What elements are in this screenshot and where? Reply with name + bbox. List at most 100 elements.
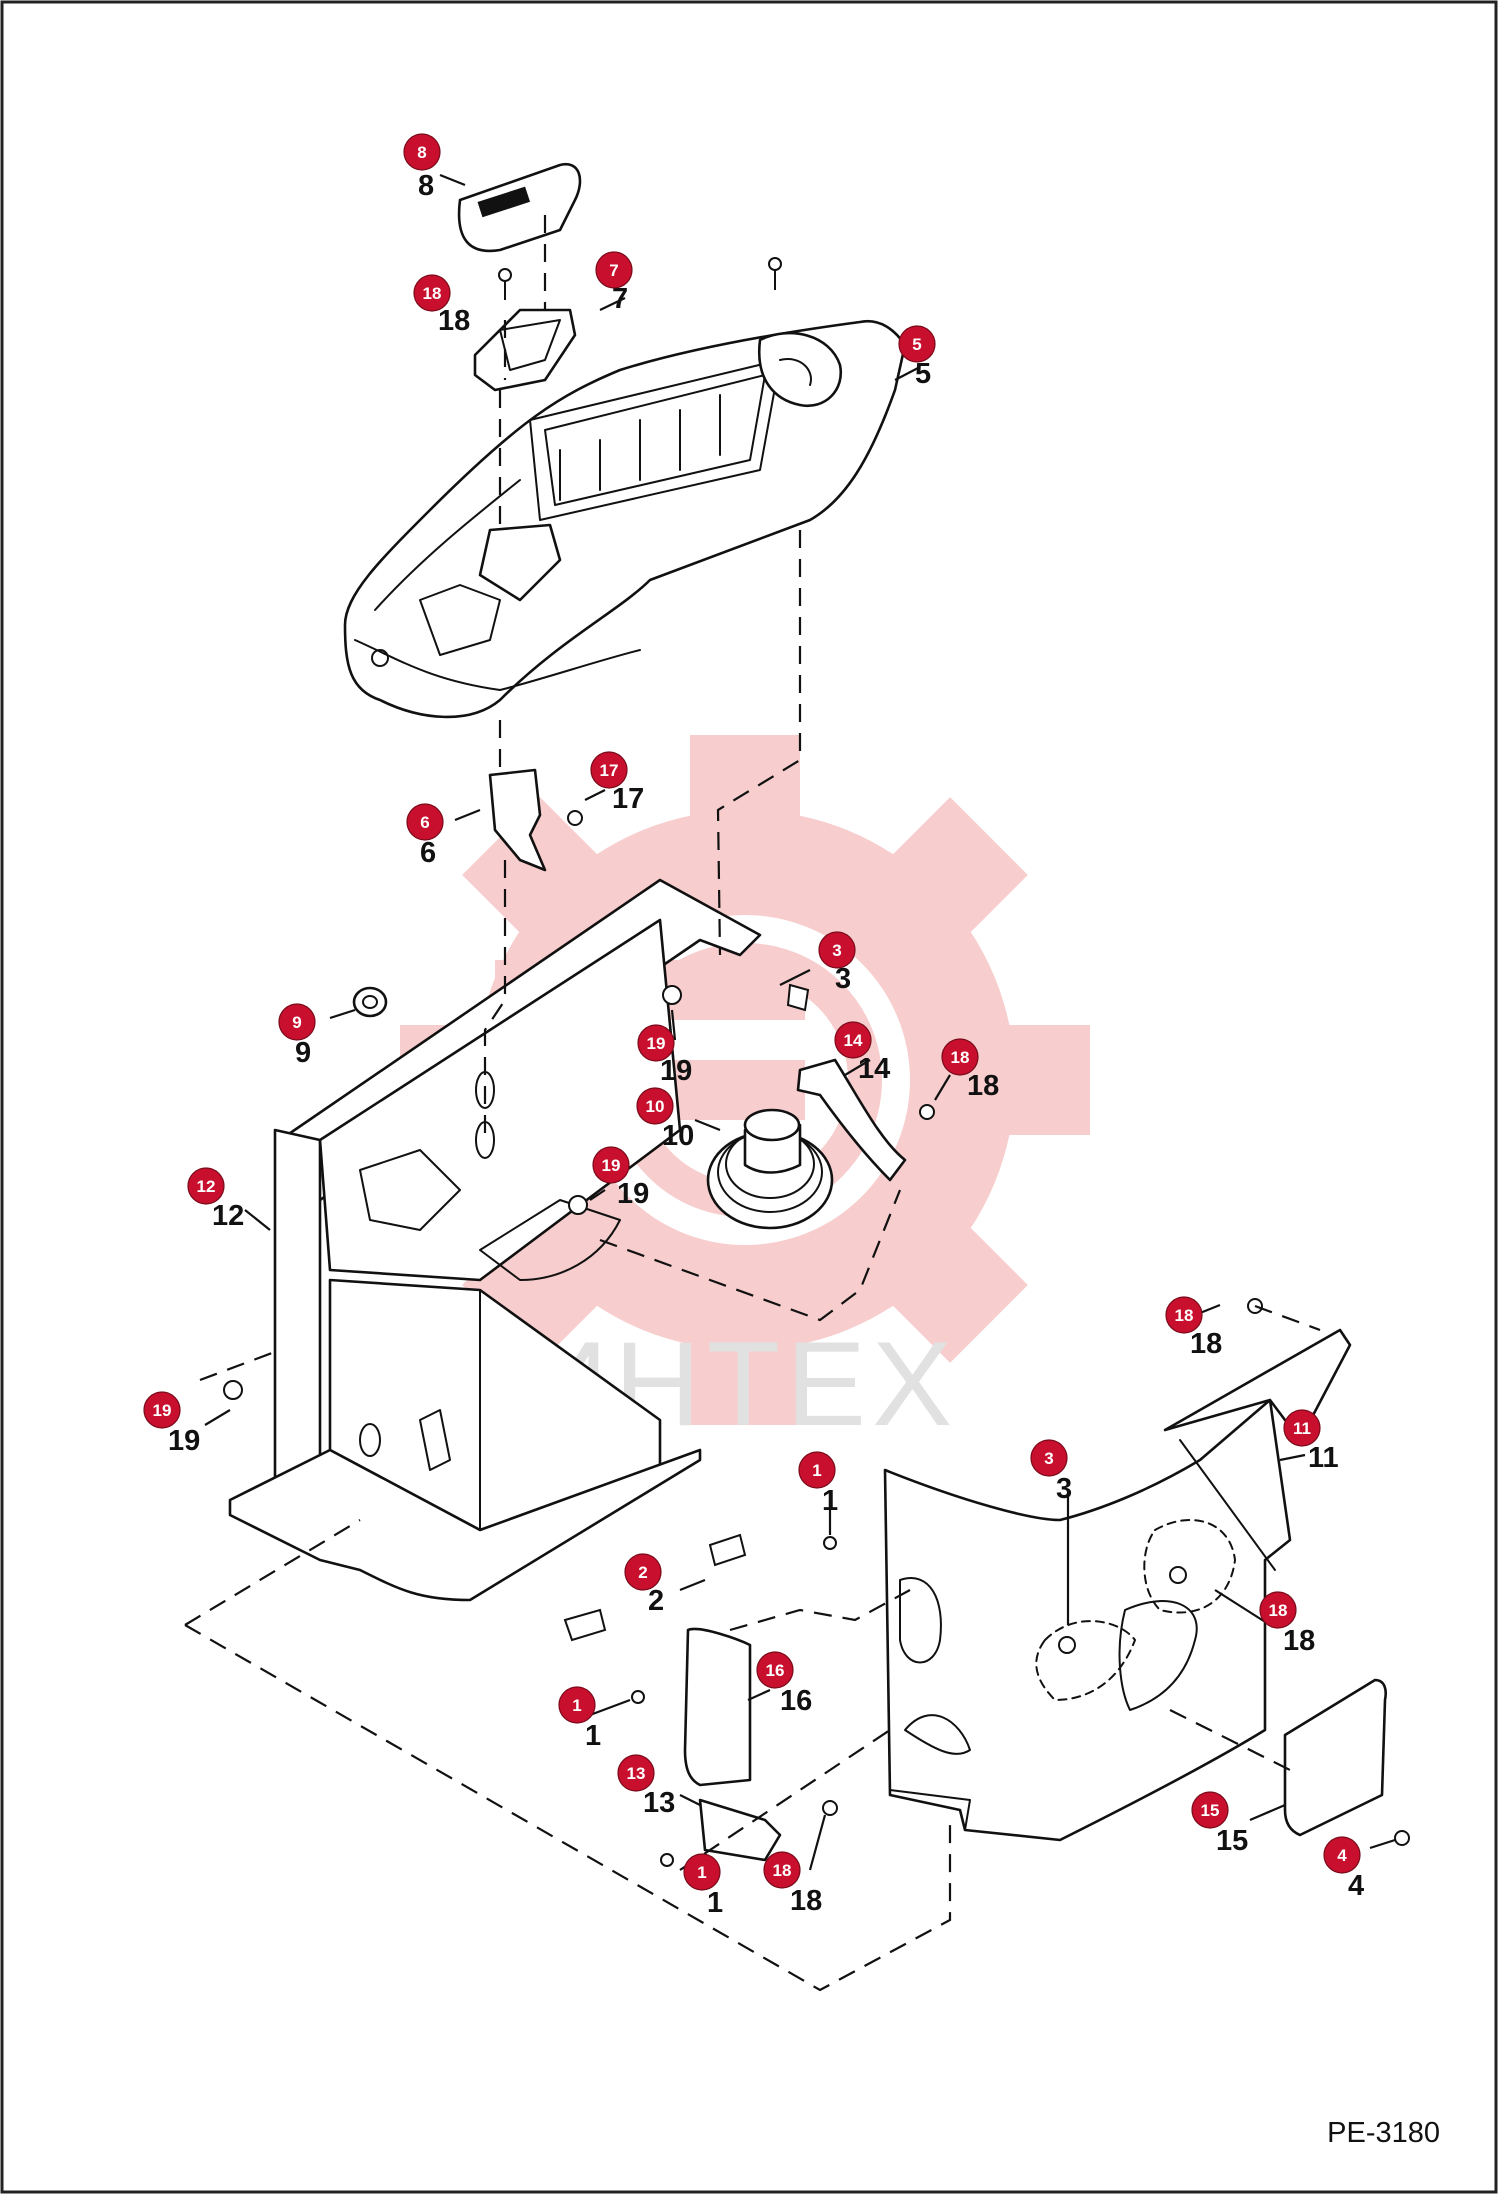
assembly-lines bbox=[184, 215, 1321, 1992]
callout-badge bbox=[595, 251, 633, 289]
control-cap bbox=[457, 162, 582, 253]
callout-badge bbox=[818, 931, 856, 969]
callout-badge-number: 4 bbox=[1337, 1846, 1347, 1865]
callout-badge bbox=[187, 1167, 225, 1205]
drawing-code: PE-3180 bbox=[1327, 2117, 1440, 2149]
callout-badge-number: 18 bbox=[1269, 1601, 1288, 1620]
callout-3: 77 bbox=[595, 251, 633, 315]
callout-label: 18 bbox=[438, 305, 470, 337]
callout-label: 4 bbox=[1348, 1870, 1364, 1902]
callout-badge bbox=[1191, 1791, 1229, 1829]
callout-badge bbox=[1030, 1439, 1068, 1477]
callout-label: 6 bbox=[420, 837, 436, 869]
callout-26: 11 bbox=[683, 1853, 723, 1919]
callout-20: 22 bbox=[624, 1553, 664, 1617]
callout-label: 1 bbox=[585, 1720, 601, 1752]
callout-badge-number: 10 bbox=[646, 1097, 665, 1116]
callout-badge bbox=[278, 1003, 316, 1041]
callout-badge bbox=[898, 325, 936, 363]
callout-badge-number: 3 bbox=[1044, 1449, 1053, 1468]
switch-housing bbox=[473, 308, 577, 392]
callout-badge bbox=[617, 1754, 655, 1792]
callout-label: 10 bbox=[662, 1120, 694, 1152]
fasteners bbox=[223, 257, 1410, 1867]
callout-label: 14 bbox=[858, 1053, 890, 1085]
callout-badge-number: 9 bbox=[292, 1013, 301, 1032]
callout-label: 7 bbox=[612, 283, 628, 315]
callout-badge-number: 12 bbox=[197, 1177, 216, 1196]
callout-badge bbox=[143, 1391, 181, 1429]
callout-badge bbox=[798, 1451, 836, 1489]
callout-badge bbox=[406, 803, 444, 841]
callout-1: 88 bbox=[403, 133, 441, 202]
callout-label: 19 bbox=[617, 1178, 649, 1210]
callout-badge bbox=[637, 1024, 675, 1062]
callout-badge-number: 5 bbox=[912, 335, 921, 354]
callout-badge bbox=[558, 1686, 596, 1724]
callout-badge-number: 1 bbox=[572, 1696, 581, 1715]
callout-badge bbox=[590, 751, 628, 789]
callout-badge-number: 11 bbox=[1293, 1419, 1311, 1438]
callout-label: 17 bbox=[612, 783, 644, 815]
callout-badge bbox=[1283, 1409, 1321, 1447]
callout-badge-number: 18 bbox=[951, 1048, 970, 1067]
callout-badge-number: 14 bbox=[844, 1031, 863, 1050]
callout-label: 19 bbox=[660, 1055, 692, 1087]
console-bracket bbox=[488, 768, 547, 872]
callout-badge-number: 18 bbox=[423, 284, 442, 303]
callout-badge-number: 8 bbox=[417, 143, 426, 162]
rubber-boot bbox=[706, 1108, 834, 1230]
callout-label: 11 bbox=[1308, 1442, 1339, 1474]
callout-label: 18 bbox=[790, 1885, 822, 1917]
callout-badge-number: 1 bbox=[697, 1863, 706, 1882]
callout-4: 55 bbox=[898, 325, 936, 390]
callout-28: 44 bbox=[1323, 1836, 1364, 1902]
boot-strap bbox=[796, 1058, 907, 1182]
callout-badge-number: 18 bbox=[773, 1861, 792, 1880]
callout-badge bbox=[636, 1087, 674, 1125]
callout-badge-number: 16 bbox=[766, 1661, 785, 1680]
callout-badge-number: 3 bbox=[832, 941, 841, 960]
callout-badge-number: 18 bbox=[1175, 1306, 1194, 1325]
callout-badge bbox=[403, 133, 441, 171]
callout-label: 1 bbox=[822, 1485, 838, 1517]
callout-19: 33 bbox=[1030, 1439, 1072, 1505]
callout-label: 19 bbox=[168, 1425, 200, 1457]
callout-label: 1 bbox=[707, 1887, 723, 1919]
callout-label: 5 bbox=[915, 358, 931, 390]
grommet bbox=[352, 986, 388, 1018]
callout-badge-number: 6 bbox=[420, 813, 429, 832]
callout-label: 18 bbox=[1190, 1328, 1222, 1360]
callout-label: 3 bbox=[835, 963, 851, 995]
callout-badge-number: 13 bbox=[627, 1764, 646, 1783]
callout-label: 15 bbox=[1216, 1825, 1248, 1857]
callout-badge bbox=[592, 1146, 630, 1184]
callout-label: 16 bbox=[780, 1685, 812, 1717]
callout-badge bbox=[763, 1851, 801, 1889]
callout-badge bbox=[756, 1651, 794, 1689]
callout-label: 2 bbox=[648, 1585, 664, 1617]
callout-label: 9 bbox=[295, 1037, 311, 1069]
callout-label: 8 bbox=[418, 170, 434, 202]
control-frame bbox=[228, 878, 762, 1602]
callout-7: 33 bbox=[818, 931, 856, 995]
callout-6: 66 bbox=[406, 803, 444, 869]
callout-badge bbox=[413, 274, 451, 312]
callout-label: 18 bbox=[967, 1070, 999, 1102]
callout-badge bbox=[1165, 1296, 1203, 1334]
